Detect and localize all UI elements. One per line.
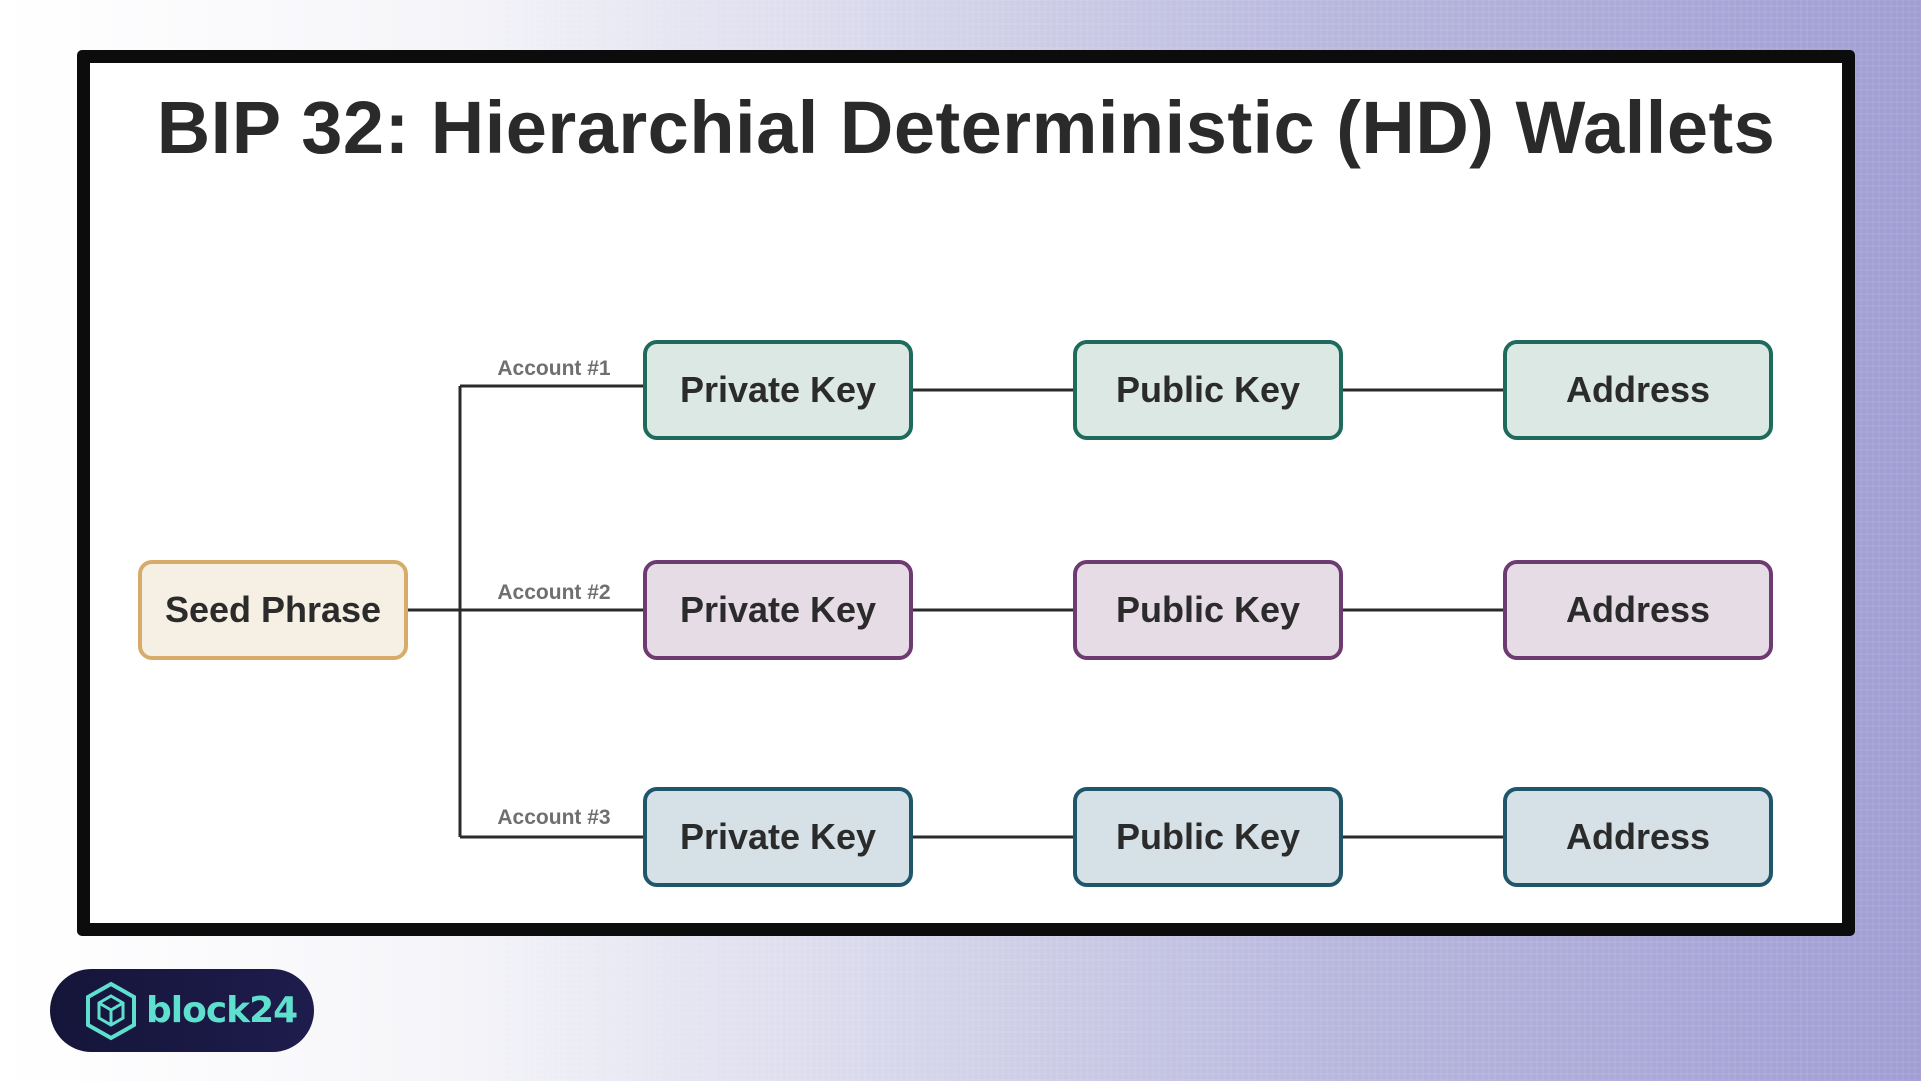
diagram-title: BIP 32: Hierarchial Deterministic (HD) W… xyxy=(156,86,1776,169)
public-key-node-2: Public Key xyxy=(1073,560,1343,660)
private-key-node-3: Private Key xyxy=(643,787,913,887)
address-node-2: Address xyxy=(1503,560,1773,660)
address-node-1: Address xyxy=(1503,340,1773,440)
seed-phrase-node: Seed Phrase xyxy=(138,560,408,660)
account-1-label: Account #1 xyxy=(497,357,611,380)
connector-lines xyxy=(408,384,1503,839)
cube-hexagon-icon xyxy=(86,981,136,1040)
diagram-card: BIP 32: Hierarchial Deterministic (HD) W… xyxy=(77,50,1855,936)
public-key-node-1: Public Key xyxy=(1073,340,1343,440)
account-2-label: Account #2 xyxy=(497,581,611,604)
private-key-node-1: Private Key xyxy=(643,340,913,440)
account-3-label: Account #3 xyxy=(497,806,611,829)
brand-name: block24 xyxy=(146,990,298,1031)
address-node-3: Address xyxy=(1503,787,1773,887)
private-key-node-2: Private Key xyxy=(643,560,913,660)
public-key-node-3: Public Key xyxy=(1073,787,1343,887)
brand-logo: block24 xyxy=(50,969,314,1052)
